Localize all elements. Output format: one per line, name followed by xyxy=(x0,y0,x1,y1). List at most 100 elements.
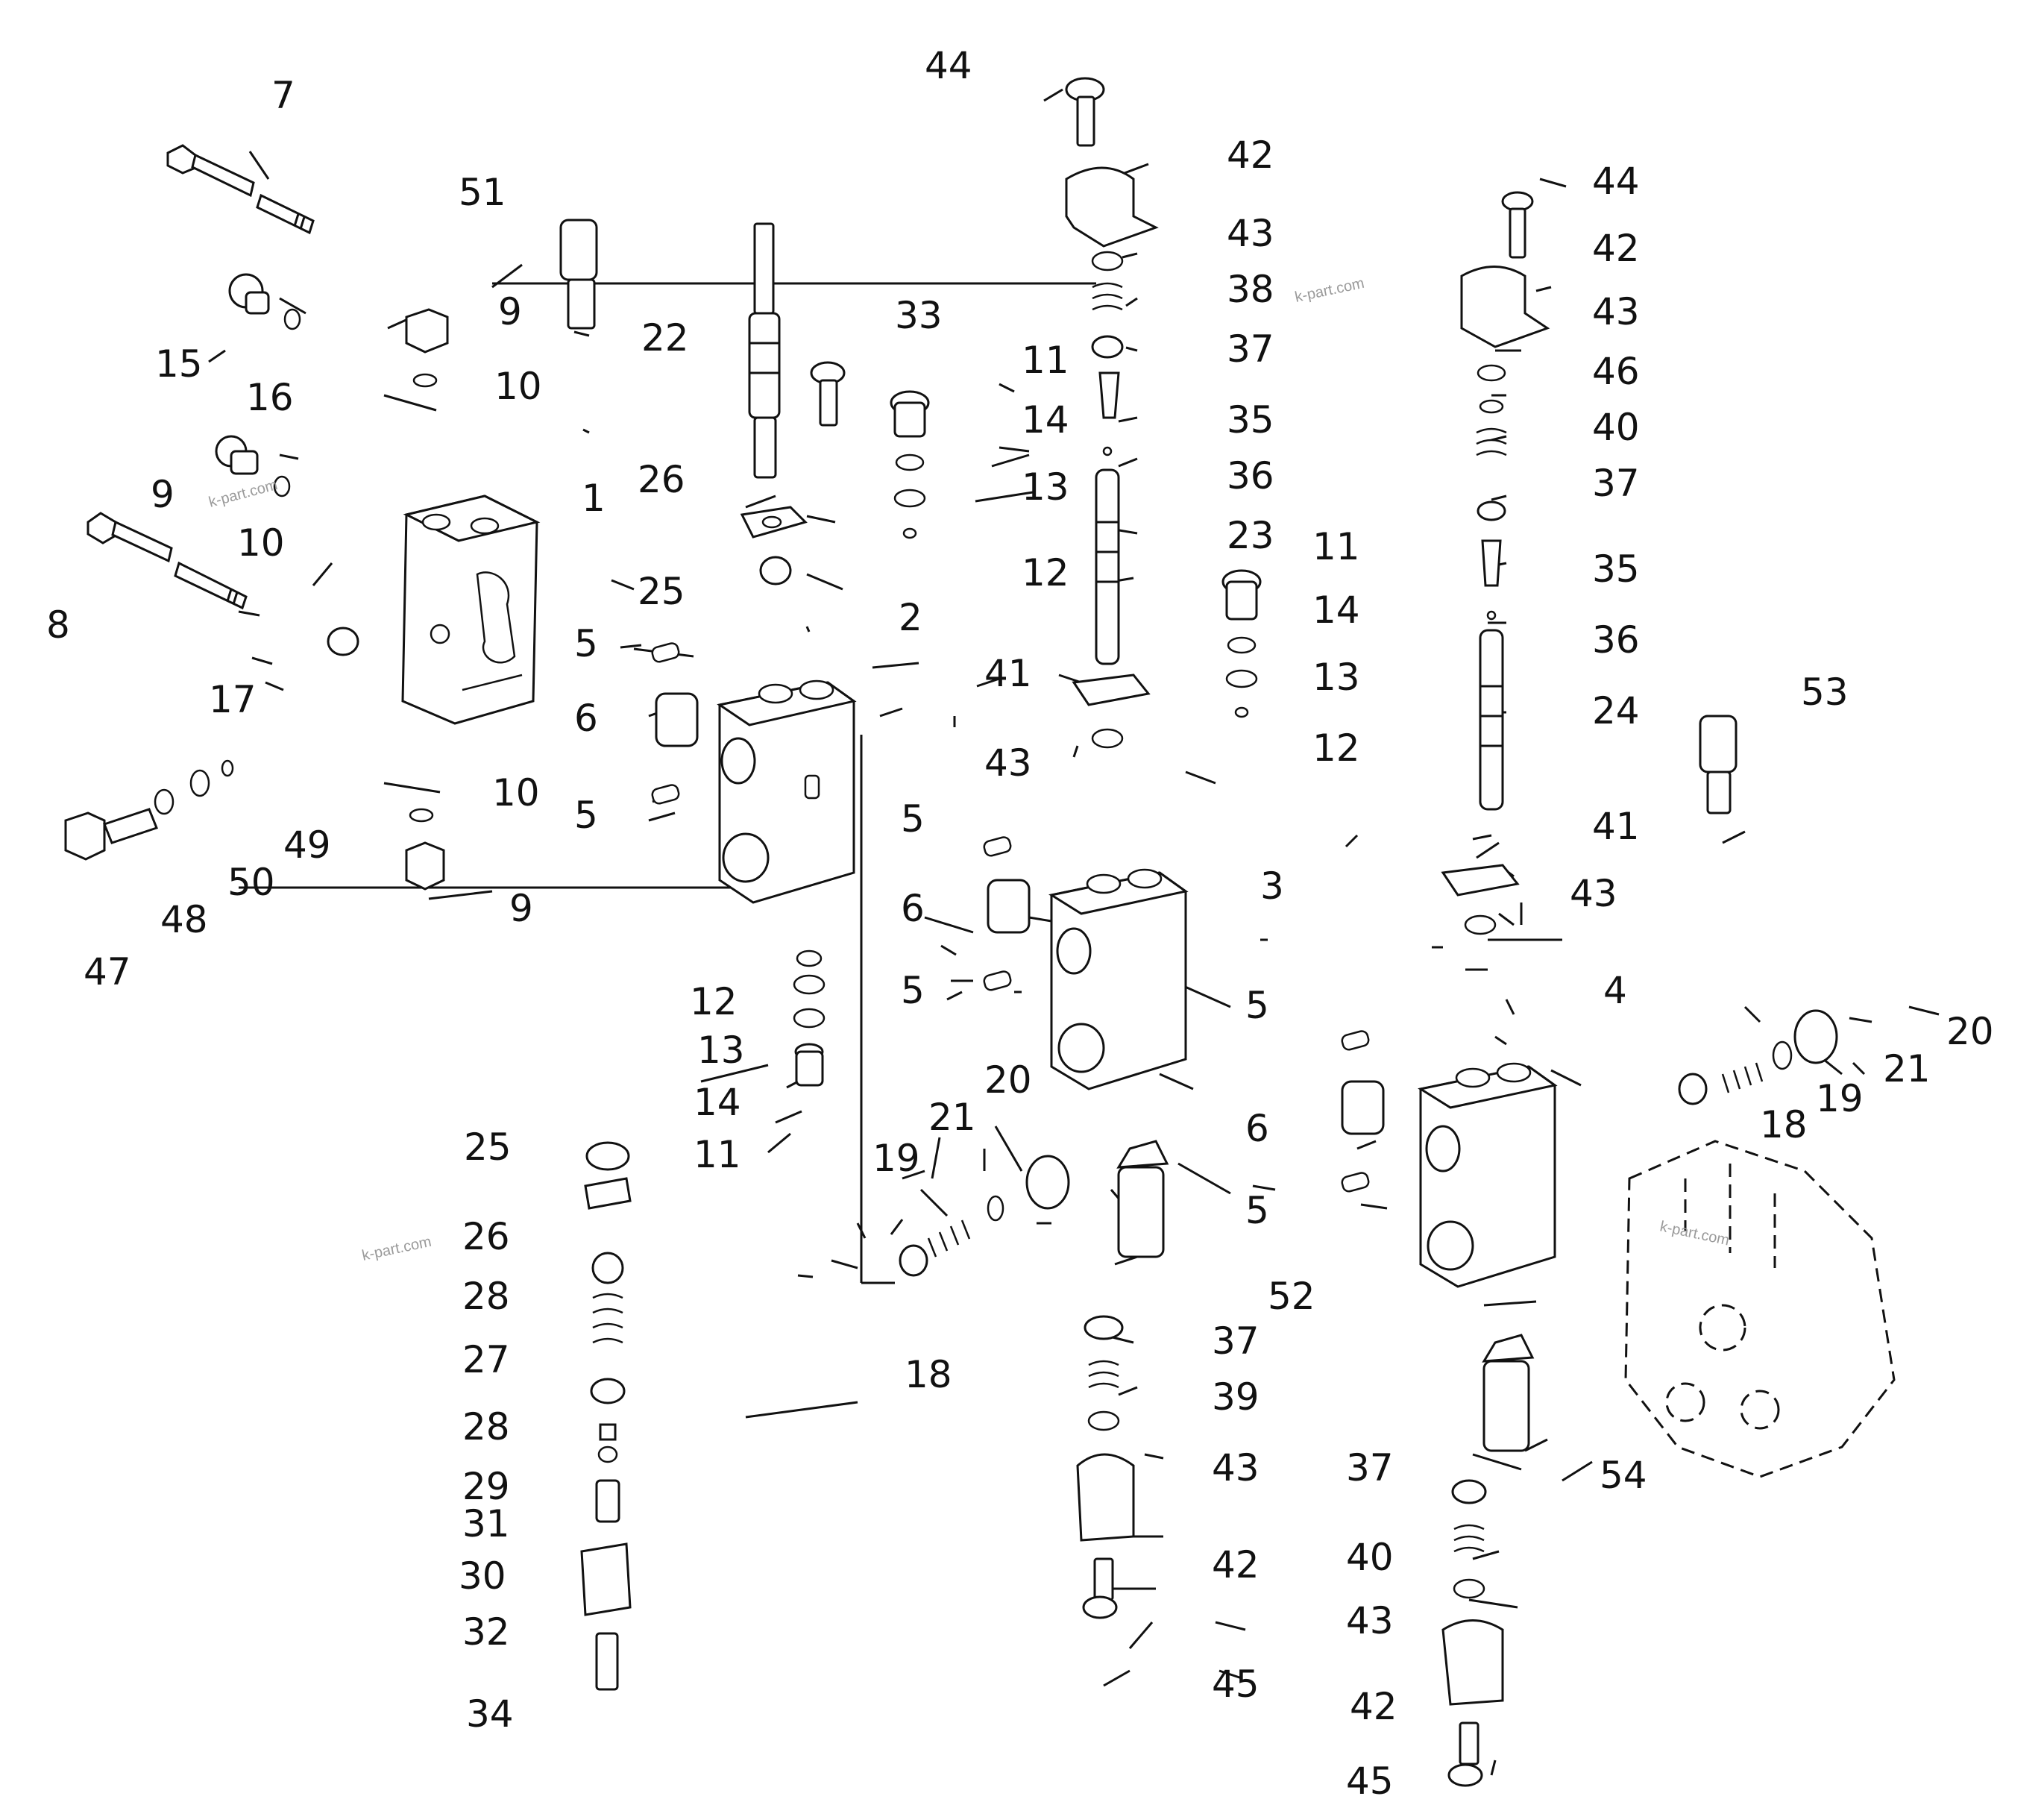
callout-37: 37 xyxy=(1346,1446,1394,1489)
callout-38: 38 xyxy=(1227,268,1274,311)
callout-13: 13 xyxy=(1022,465,1069,509)
top-stack-center xyxy=(1065,77,1159,749)
callout-37: 37 xyxy=(1227,327,1274,371)
callout-53: 53 xyxy=(1801,671,1849,714)
check-valve-18-21 xyxy=(899,1155,1070,1277)
plug-17 xyxy=(327,627,359,656)
callout-6: 6 xyxy=(901,887,925,930)
callout-11: 11 xyxy=(1022,339,1069,382)
assembly-thumbnail xyxy=(1624,1140,1896,1478)
callout-18: 18 xyxy=(905,1353,952,1396)
bottom-stack-right xyxy=(1441,1479,1504,1787)
callout-25: 25 xyxy=(638,570,685,613)
bottom-stack-center xyxy=(1076,1315,1135,1619)
callout-9: 9 xyxy=(151,473,174,516)
callout-19: 19 xyxy=(1816,1077,1864,1120)
callout-45: 45 xyxy=(1212,1663,1260,1706)
callout-5: 5 xyxy=(574,622,598,665)
callout-12: 12 xyxy=(1022,551,1069,594)
callout-23: 23 xyxy=(1227,514,1274,557)
callout-41: 41 xyxy=(1592,805,1640,848)
seals-14-13-12-top xyxy=(893,453,926,539)
callout-46: 46 xyxy=(1592,350,1640,393)
plate-26-top xyxy=(740,506,808,539)
callout-15: 15 xyxy=(155,342,203,386)
callout-5: 5 xyxy=(901,797,925,841)
callout-44: 44 xyxy=(925,44,972,87)
callout-14: 14 xyxy=(1312,588,1360,632)
plug-15 xyxy=(228,273,301,330)
callout-13: 13 xyxy=(697,1029,745,1072)
callout-51: 51 xyxy=(459,171,506,214)
callout-9: 9 xyxy=(498,290,522,333)
callout-43: 43 xyxy=(1212,1446,1260,1489)
callout-45: 45 xyxy=(1346,1760,1394,1803)
callout-11: 11 xyxy=(1312,525,1360,568)
callout-10: 10 xyxy=(494,365,542,408)
callout-9: 9 xyxy=(509,887,533,930)
callout-49: 49 xyxy=(283,823,331,867)
valve-53 xyxy=(1699,715,1738,814)
callout-16: 16 xyxy=(246,376,294,419)
top-stack-right xyxy=(1441,191,1550,935)
callout-29: 29 xyxy=(462,1465,510,1508)
callout-3: 3 xyxy=(1260,864,1284,908)
callout-34: 34 xyxy=(466,1692,514,1736)
valve-block-1 xyxy=(401,495,541,725)
watermark-text: k-part.com xyxy=(207,477,280,511)
callout-35: 35 xyxy=(1227,398,1274,442)
valve-block-3 xyxy=(1048,868,1189,1090)
valve-51 xyxy=(559,219,598,330)
callout-5: 5 xyxy=(1245,1189,1269,1232)
callout-42: 42 xyxy=(1350,1685,1397,1728)
callout-10: 10 xyxy=(492,771,540,814)
callout-17: 17 xyxy=(209,678,257,721)
plug-9-top xyxy=(405,308,449,388)
callout-28: 28 xyxy=(462,1275,510,1318)
callout-35: 35 xyxy=(1592,547,1640,591)
seals-12-13-14-lower xyxy=(793,949,826,1029)
callout-43: 43 xyxy=(1346,1599,1394,1642)
callout-22: 22 xyxy=(641,316,689,360)
callout-14: 14 xyxy=(694,1081,741,1124)
callout-43: 43 xyxy=(1592,290,1640,333)
callout-54: 54 xyxy=(1600,1454,1647,1497)
callout-24: 24 xyxy=(1592,689,1640,732)
callout-5: 5 xyxy=(574,794,598,837)
callout-27: 27 xyxy=(462,1338,510,1381)
callout-42: 42 xyxy=(1592,227,1640,270)
callout-13: 13 xyxy=(1312,656,1360,699)
plug-11-top xyxy=(890,390,930,438)
watermark-text: k-part.com xyxy=(360,1234,433,1264)
callout-21: 21 xyxy=(1883,1047,1931,1090)
callout-19: 19 xyxy=(872,1137,920,1180)
callout-43: 43 xyxy=(1227,212,1274,255)
plug-11-lower xyxy=(794,1043,824,1087)
callout-6: 6 xyxy=(574,697,598,740)
watermark-text: k-part.com xyxy=(1658,1218,1731,1249)
callout-42: 42 xyxy=(1227,134,1274,177)
callout-10: 10 xyxy=(237,521,285,565)
valve-block-2 xyxy=(717,679,857,904)
callout-36: 36 xyxy=(1227,454,1274,497)
callout-39: 39 xyxy=(1212,1375,1260,1419)
callout-4: 4 xyxy=(1603,969,1627,1012)
callout-37: 37 xyxy=(1212,1319,1260,1363)
callout-1: 1 xyxy=(582,477,606,520)
check-valve-18-21-right xyxy=(1678,1009,1838,1105)
callout-11: 11 xyxy=(694,1133,741,1176)
seals-5-6-5-left xyxy=(651,642,699,805)
callout-20: 20 xyxy=(984,1058,1032,1102)
callout-18: 18 xyxy=(1760,1103,1808,1146)
callout-5: 5 xyxy=(901,969,925,1012)
callout-12: 12 xyxy=(690,980,738,1023)
bolt-33 xyxy=(810,361,846,427)
plug-9-upper xyxy=(215,435,291,497)
callout-7: 7 xyxy=(271,74,295,117)
plug-9-bottom xyxy=(405,808,445,891)
callout-21: 21 xyxy=(928,1096,976,1139)
dashed-outline-2 xyxy=(860,735,895,1284)
callout-5: 5 xyxy=(1245,984,1269,1027)
callout-42: 42 xyxy=(1212,1543,1260,1586)
